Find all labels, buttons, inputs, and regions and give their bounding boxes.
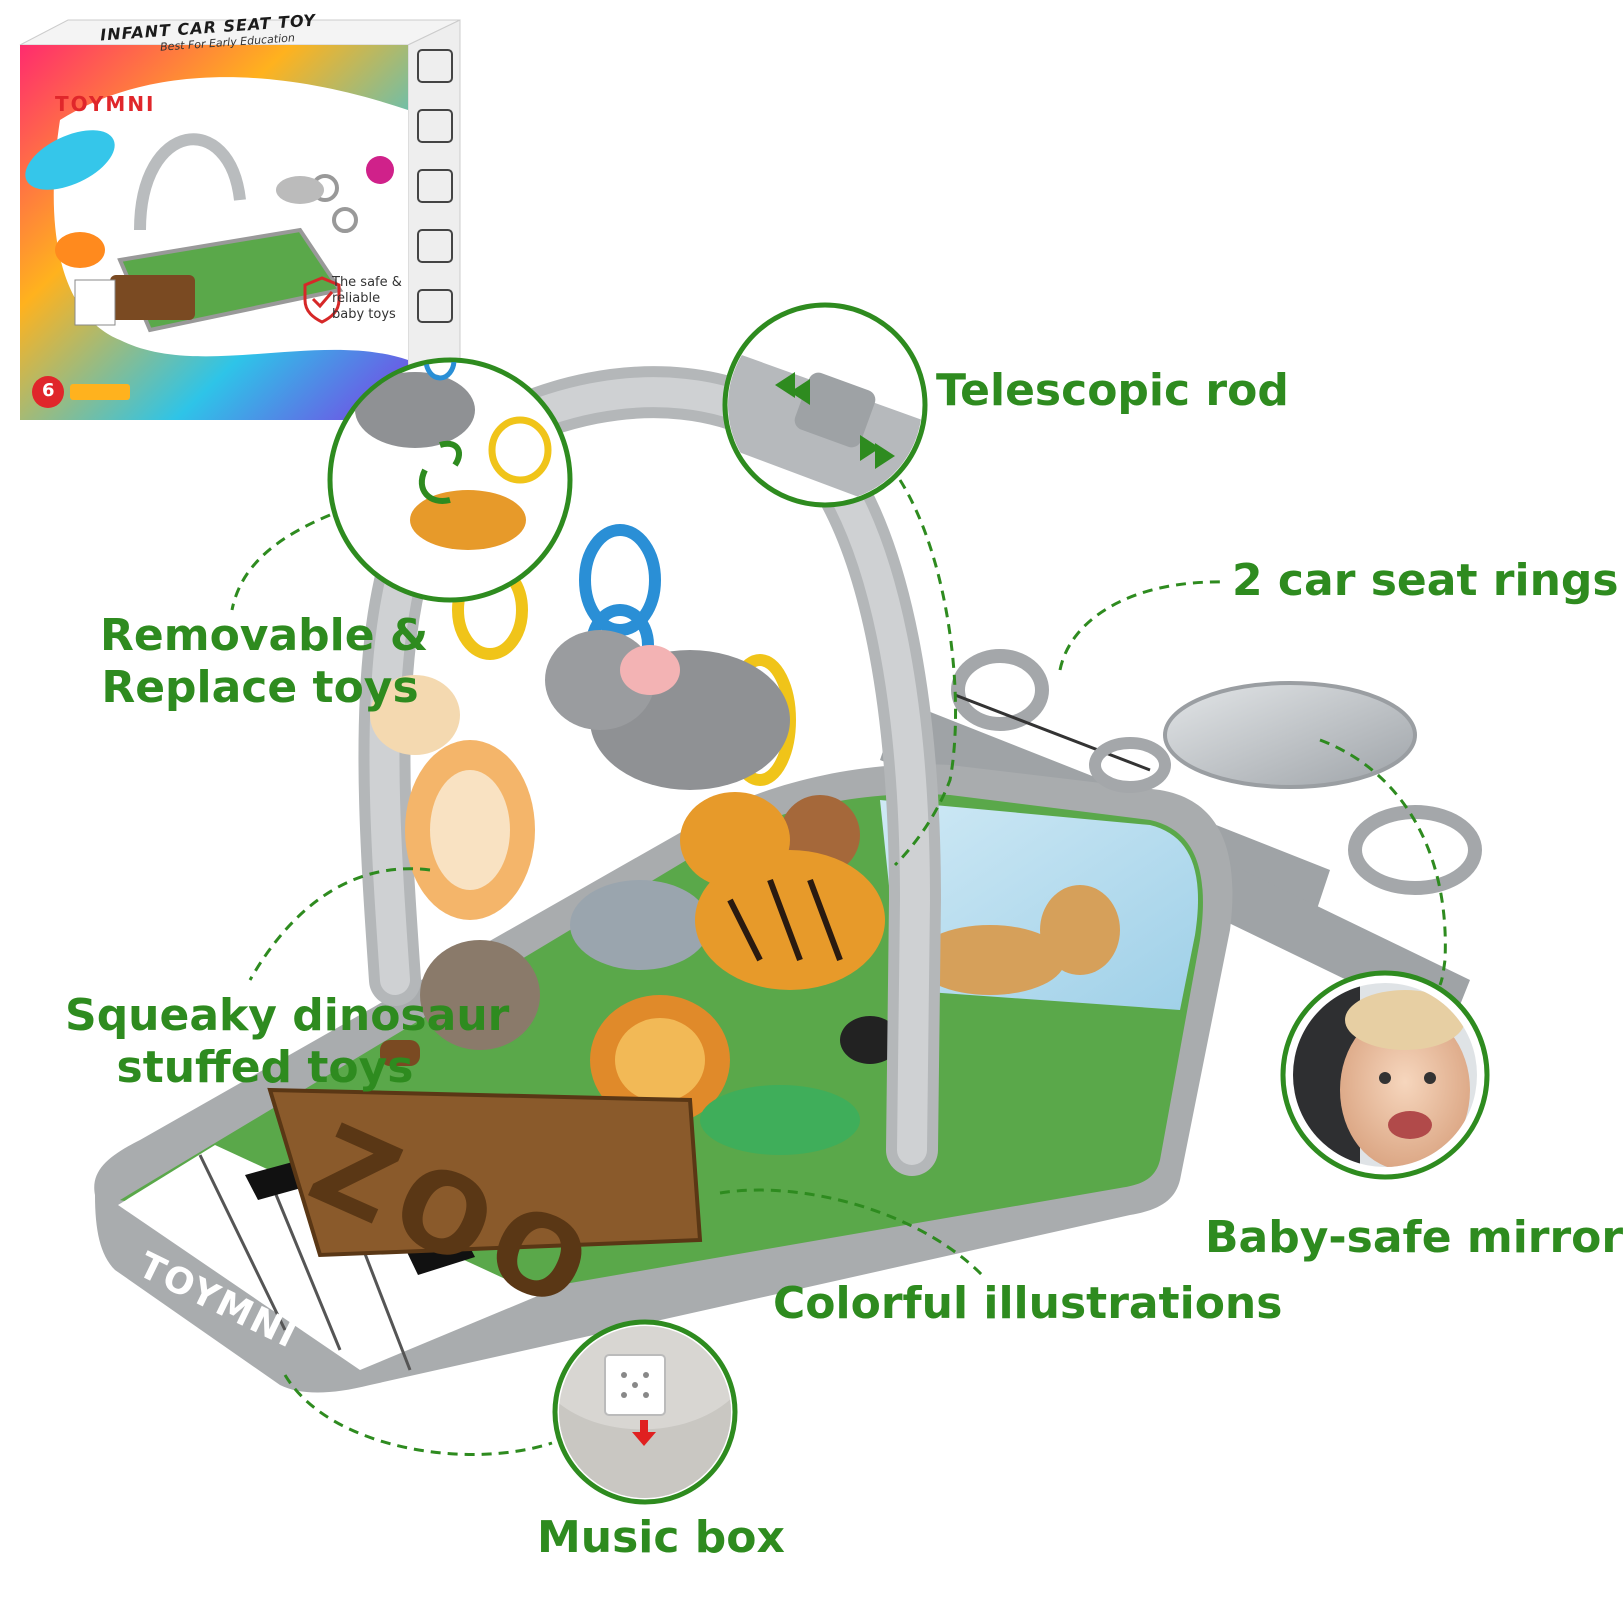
music-box-callout-circle: [552, 1319, 738, 1505]
giraffe-plush: [370, 675, 535, 920]
zoo-sign: [267, 1040, 703, 1258]
box-safe-line1: The safe &: [332, 275, 402, 290]
product-box: [19, 19, 461, 421]
callout-squeaky-toys: Squeaky dinosaur stuffed toys: [65, 990, 510, 1094]
box-safe-line2: reliable: [332, 291, 381, 306]
car-seat-ring-upper: [951, 649, 1049, 731]
box-brand: TOYMNI: [55, 92, 156, 116]
callout-removable-line2: Replace toys: [101, 662, 419, 713]
mirror-callout-circle: [1280, 970, 1490, 1180]
box-safe-text: The safe & reliable baby toys: [332, 275, 402, 323]
telescopic-rod-callout-circle: [722, 302, 928, 508]
box-safe-line3: baby toys: [332, 307, 396, 322]
double-chevron-right-icon: [860, 435, 895, 469]
box-age-badge: 6: [42, 380, 55, 401]
callout-music-box: Music box: [537, 1512, 785, 1563]
speaker-icon: [604, 1354, 666, 1416]
tiger-plush: [680, 792, 885, 990]
play-arch: [358, 366, 942, 1176]
toys-callout-circle: [327, 357, 573, 603]
box-feature-icons: [417, 49, 453, 323]
callout-connectors: [230, 479, 1447, 1456]
shield-check-icon: [303, 276, 341, 324]
rotate-arrows-icon: [418, 440, 462, 504]
callout-removable-line1: Removable &: [100, 610, 429, 661]
callout-telescopic-rod: Telescopic rod: [936, 365, 1289, 416]
callout-car-seat-rings: 2 car seat rings: [1232, 555, 1619, 606]
callout-removable-toys: Removable & Replace toys: [100, 610, 429, 714]
callout-colorful-illustrations: Colorful illustrations: [773, 1278, 1283, 1329]
car-seat-ring-lower: [1348, 805, 1482, 895]
elephant-plush: [545, 630, 790, 790]
callout-squeaky-line2: stuffed toys: [116, 1042, 414, 1093]
double-chevron-left-icon: [775, 372, 810, 405]
down-arrow-icon: [632, 1420, 656, 1446]
callout-baby-safe-mirror: Baby-safe mirror: [1205, 1212, 1623, 1263]
strap-mirror: [1163, 681, 1417, 789]
callout-squeaky-line1: Squeaky dinosaur: [65, 990, 510, 1041]
